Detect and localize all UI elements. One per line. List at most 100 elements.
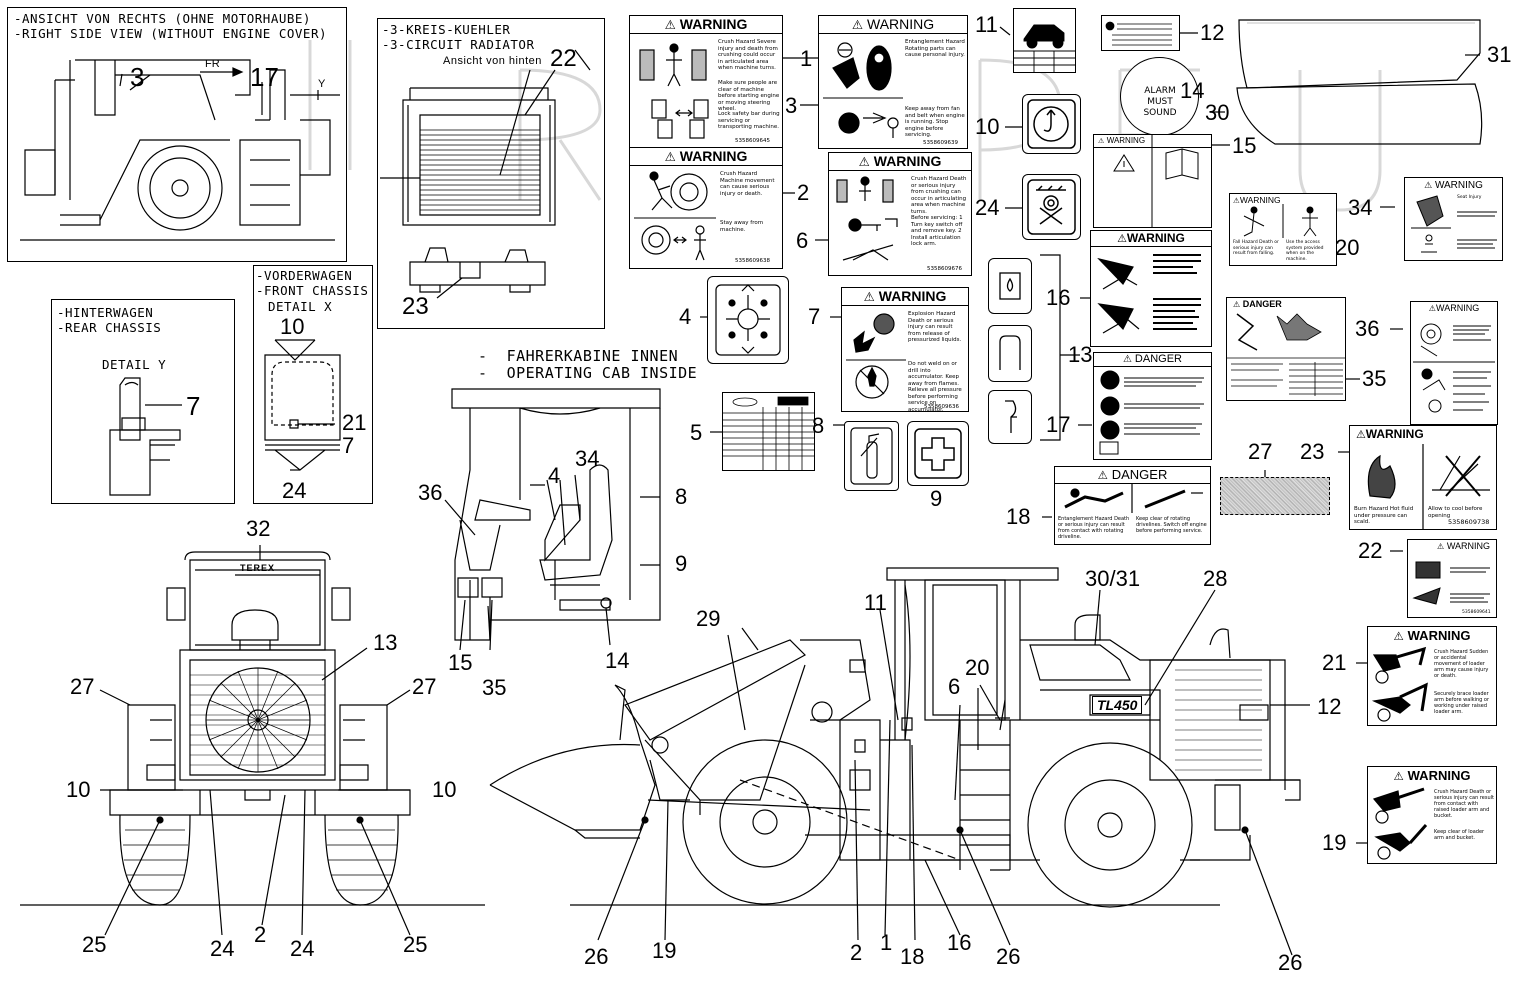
decal-21-loader-arm: ⚠ WARNING Crush Hazard Sudden or acciden… (1367, 626, 1497, 726)
label-3-rightside: 3 (130, 62, 145, 92)
decal-19-text2: Keep clear of loader arm and bucket. (1434, 829, 1485, 841)
decal-34-header: WARNING (1434, 180, 1483, 191)
label-7-rear: 7 (186, 391, 201, 421)
decal-4-joystick (707, 276, 789, 364)
label-3-decal: 3 (785, 93, 798, 118)
decal-2-text1: Crush Hazard Machine movement can cause … (720, 171, 775, 197)
label-5-decal: 5 (690, 420, 703, 445)
label-12-side: 12 (1317, 694, 1342, 719)
decal-1-code: 5358609645 (735, 138, 770, 144)
frame-y-label: Y (318, 78, 326, 90)
decal-9-first-aid (907, 421, 969, 486)
key-lock-icon (836, 176, 898, 261)
warning-triangle-icon: ⚠ (1428, 304, 1437, 313)
first-aid-cross-icon (914, 428, 962, 479)
label-14-cab: 14 (605, 648, 630, 673)
frame-front-chassis-detail: DETAIL X (268, 299, 333, 314)
warning-triangle-icon: ⚠ (1098, 136, 1105, 145)
label-21-decal: 21 (1322, 650, 1347, 675)
frame-front-chassis-title: -VORDERWAGEN -FRONT CHASSIS (256, 268, 369, 298)
decal-16-warning-hands: ⚠WARNING (1090, 230, 1212, 347)
label-34-decal: 34 (1348, 195, 1373, 220)
decal-30-stripe (1236, 83, 1483, 145)
decal-23-text1: Burn Hazard Hot fluid under pressure can… (1354, 506, 1414, 525)
decal-18-text2: Keep clear of rotating drivelines. Switc… (1136, 516, 1207, 534)
decal-27-reflective-strip (1220, 477, 1330, 515)
decal-2-header: WARNING (679, 148, 748, 164)
label-31-decal: 31 (1487, 42, 1512, 67)
label-22-radiator: 22 (550, 45, 577, 72)
frame-rear-chassis (51, 299, 235, 504)
decal-12-info-plate (1101, 15, 1180, 51)
label-27-front-right: 27 (412, 674, 437, 699)
frame-rear-chassis-title: -HINTERWAGEN -REAR CHASSIS (57, 305, 162, 335)
warning-triangle-icon: ⚠ (858, 155, 870, 169)
read-manual-icon (1113, 135, 1199, 227)
label-10-front-right: 10 (432, 777, 457, 802)
label-10-front-left: 10 (66, 777, 91, 802)
decal-6-code: 5358609676 (927, 266, 962, 272)
label-14-decal: 14 (1180, 78, 1205, 103)
warning-triangle-icon: ⚠ (1424, 180, 1433, 190)
radiator-cap-icon (1412, 561, 1490, 605)
decal-1-text3: Lock safety bar during servicing or tran… (718, 111, 780, 130)
fire-extinguisher-icon (850, 427, 893, 485)
label-26-side-middle: 26 (996, 944, 1021, 969)
decal-31-stripe (1238, 19, 1481, 89)
decal-35-header: DANGER (1242, 299, 1282, 309)
fan-belt-icon (823, 42, 903, 138)
explosion-icon (846, 313, 906, 399)
label-19-side: 19 (652, 938, 677, 963)
label-23-radiator: 23 (402, 293, 429, 320)
label-18-side: 18 (900, 944, 925, 969)
decal-3-text2: Keep away from fan and belt when engine … (905, 106, 965, 138)
label-8-cab: 8 (675, 484, 688, 509)
label-21-front-chassis: 21 (342, 410, 367, 435)
hand-crush-icon (1097, 254, 1201, 334)
label-19-decal: 19 (1322, 830, 1347, 855)
label-4-decal: 4 (679, 304, 692, 329)
label-24-decal: 24 (975, 195, 1000, 220)
warning-triangle-icon: ⚠ (1233, 300, 1241, 309)
label-9-cab: 9 (675, 551, 688, 576)
decal-7-code: 5358609636 (924, 404, 959, 410)
hydraulic-hose-icon (1005, 400, 1017, 433)
warning-triangle-icon: ⚠ (1097, 469, 1109, 482)
fan-entanglement-icon (1413, 323, 1495, 413)
joystick-controls-icon (715, 284, 781, 356)
decal-21-text1: Crush Hazard Sudden or accidental moveme… (1434, 649, 1489, 679)
label-10-front-chassis: 10 (280, 314, 305, 339)
label-1-side: 1 (880, 930, 893, 955)
decal-2-text2: Stay away from machine. (720, 220, 764, 233)
label-24-front-right: 24 (290, 936, 315, 961)
frame-right-side-title: -ANSICHT VON RECHTS (OHNE MOTORHAUBE) -R… (14, 11, 327, 41)
frame-right-side-view (7, 7, 347, 262)
frame-radiator (377, 18, 605, 329)
decal-8-fire-extinguisher (844, 421, 899, 491)
decal-14-text1: ALARM MUST SOUND (1143, 86, 1177, 118)
label-30-decal: 30 (1205, 100, 1230, 125)
decal-15-manual: ⚠ WARNING (1093, 134, 1212, 228)
label-7-decal: 7 (808, 304, 821, 329)
electrical-danger-chart-icon (1227, 313, 1345, 396)
label-20-decal: 20 (1335, 235, 1360, 260)
label-11-decal: 11 (975, 12, 998, 37)
label-34-cab: 34 (575, 446, 600, 471)
warning-triangle-icon: ⚠ (863, 290, 875, 304)
decal-22-header: WARNING (1446, 541, 1490, 551)
decal-23-code: 5358609738 (1448, 518, 1490, 526)
decal-3-code: 5358609639 (923, 140, 958, 146)
label-35-cab: 35 (482, 675, 507, 700)
label-30-31-side: 30/31 (1085, 566, 1141, 591)
decal-19-text1: Crush Hazard Death or serious injury can… (1434, 789, 1494, 819)
label-16-decal: 16 (1046, 285, 1071, 310)
tire-pressure-table-icon (723, 396, 814, 470)
decal-18-danger-driveline: ⚠ DANGER Entanglement Hazard Death or se… (1054, 466, 1211, 545)
label-15-decal: 15 (1232, 133, 1257, 158)
decal-20-text2: Use the access system provided when on t… (1286, 240, 1324, 262)
loader-arm-crush-icon (1371, 646, 1428, 722)
decal-3-header: WARNING (867, 16, 935, 32)
fall-person-icon (1243, 204, 1318, 238)
decal-21-header: WARNING (1407, 628, 1471, 643)
